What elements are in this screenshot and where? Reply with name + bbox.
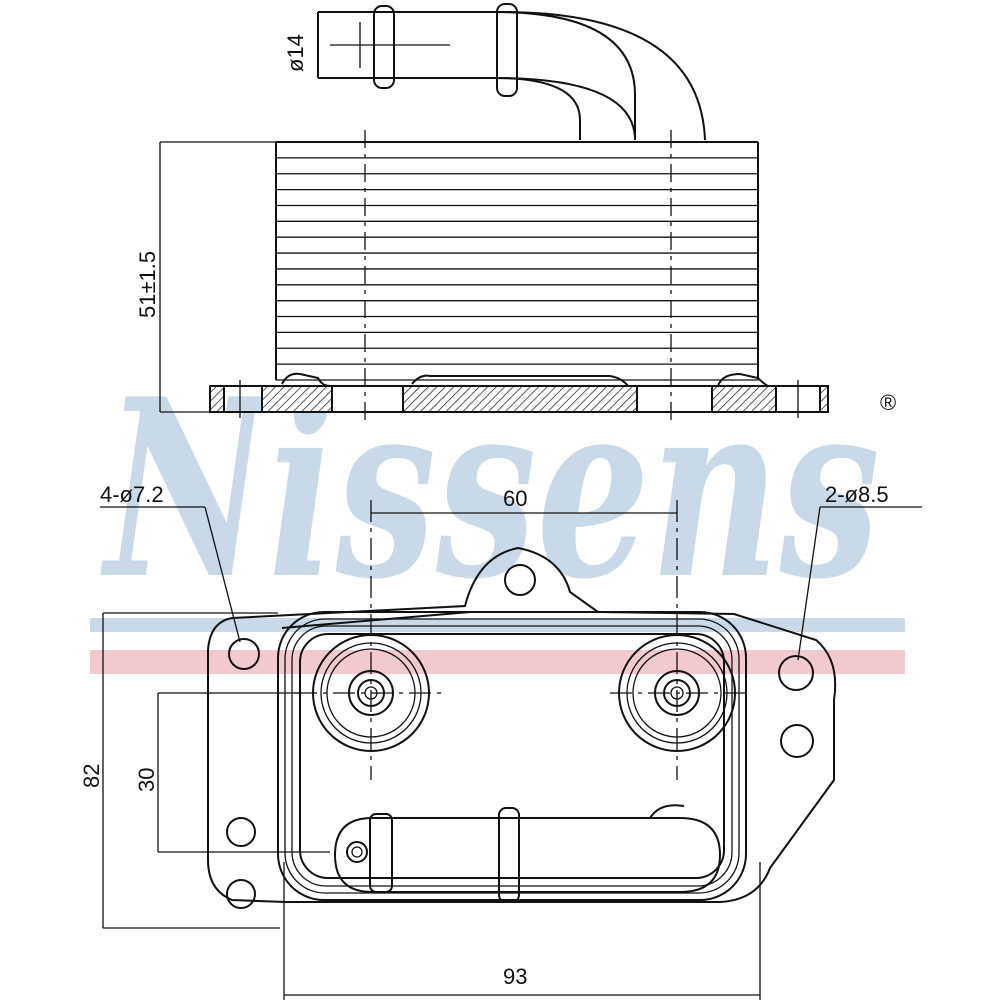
pipe-diameter-dimension: ø14 xyxy=(283,34,308,72)
small-hole-label: 4-ø7.2 xyxy=(100,482,164,507)
large-hole-label: 2-ø8.5 xyxy=(825,482,889,507)
small-hole-callout: 4-ø7.2 xyxy=(100,482,241,643)
body-width-dimension: 93 xyxy=(283,862,761,1000)
height-dimension: 51±1.5 xyxy=(135,141,276,413)
watermark-registered-mark: ® xyxy=(880,390,896,415)
mount-hole-right-lower xyxy=(780,724,814,758)
centerlines xyxy=(295,500,745,780)
body-width-label: 93 xyxy=(503,964,527,989)
front-view-flange xyxy=(207,546,837,903)
body-height-label: 82 xyxy=(79,764,104,788)
side-view-fin-stack xyxy=(275,130,759,420)
mount-hole-top-left xyxy=(228,638,260,670)
port-offset-dimension: 30 xyxy=(134,692,330,853)
watermark-blue-band xyxy=(90,618,905,632)
front-view-core xyxy=(277,611,747,901)
mount-hole-bottom-left xyxy=(226,879,256,909)
body-height-dimension: 82 xyxy=(79,612,280,929)
mounting-holes xyxy=(226,564,814,909)
pipe-diameter-label: ø14 xyxy=(283,34,308,72)
side-view-pipe xyxy=(317,3,706,141)
mount-hole-right-upper xyxy=(778,655,814,691)
mount-hole-top-center xyxy=(504,564,536,596)
large-hole-callout: 2-ø8.5 xyxy=(797,482,922,661)
height-label: 51±1.5 xyxy=(135,251,160,318)
fin-lines xyxy=(276,141,758,381)
watermark-red-band xyxy=(90,650,905,674)
port-spacing-label: 60 xyxy=(503,486,527,511)
port-offset-label: 30 xyxy=(134,768,159,792)
mount-hole-mid-left xyxy=(226,817,256,847)
port-spacing-dimension: 60 xyxy=(371,486,677,514)
front-view-coolant-pipe xyxy=(333,804,722,903)
side-view-base-plate xyxy=(209,372,829,418)
